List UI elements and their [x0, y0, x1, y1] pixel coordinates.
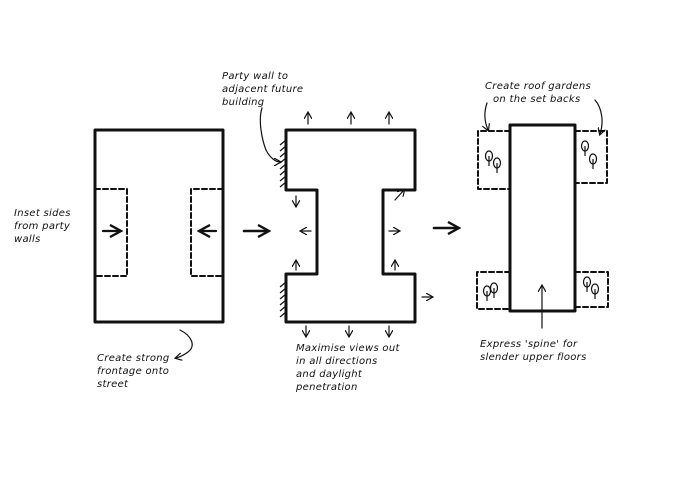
note-line: and daylight: [296, 369, 363, 380]
inset-left-dashed: [94, 188, 128, 277]
note-line: Inset sides: [14, 208, 71, 219]
setback-top-right: [574, 130, 608, 184]
note-line: on the set backs: [493, 94, 581, 105]
arrow-up-icon: [394, 190, 404, 201]
setback-bottom-right: [574, 271, 609, 308]
note-line: Express 'spine' for: [480, 339, 578, 350]
note-street-frontage: Create strong frontage onto street: [97, 352, 170, 391]
note-line: frontage onto: [97, 366, 170, 377]
leader-roof-gardens-left: [485, 102, 488, 130]
leader-roof-gardens-right: [594, 99, 602, 134]
tree-icon: [489, 282, 499, 298]
tree-icon: [484, 150, 494, 166]
leader-party-wall: [259, 107, 280, 162]
hatch-icon: [279, 281, 287, 318]
hatch-icon: [279, 139, 287, 188]
note-line: Party wall to: [222, 71, 289, 82]
note-line: from party: [14, 221, 71, 232]
note-line: walls: [14, 234, 41, 245]
stage-1-block: [93, 128, 225, 358]
inset-right-dashed: [190, 188, 224, 277]
note-line: Maximise views out: [296, 343, 400, 354]
note-line: in all directions: [296, 356, 378, 367]
note-line: Create roof gardens: [485, 81, 592, 92]
i-shape-outline: [284, 128, 417, 324]
block-outline: [93, 128, 225, 324]
tree-icon: [580, 140, 590, 156]
tree-icon: [582, 276, 592, 292]
stage-2-block: [259, 107, 432, 336]
tree-icon: [588, 153, 598, 169]
tree-icon: [492, 157, 502, 173]
tree-icon: [590, 283, 600, 299]
tree-icon: [482, 285, 492, 301]
note-line: adjacent future: [222, 84, 304, 95]
note-roof-gardens: Create roof gardens on the set backs: [485, 80, 591, 106]
stage-3-block: [476, 99, 609, 329]
spine-outline: [508, 123, 577, 313]
note-line: building: [222, 97, 265, 108]
note-inset-sides: Inset sides from party walls: [14, 207, 71, 246]
note-line: penetration: [296, 382, 358, 393]
note-express-spine: Express 'spine' for slender upper floors: [480, 338, 587, 364]
note-maximise-views: Maximise views out in all directions and…: [296, 342, 400, 394]
leader-street: [176, 329, 193, 358]
note-line: street: [97, 379, 129, 390]
setback-bottom-left: [476, 271, 511, 310]
note-line: slender upper floors: [480, 352, 587, 363]
note-line: Create strong: [97, 353, 170, 364]
note-party-wall: Party wall to adjacent future building: [222, 70, 303, 109]
setback-top-left: [477, 130, 511, 190]
